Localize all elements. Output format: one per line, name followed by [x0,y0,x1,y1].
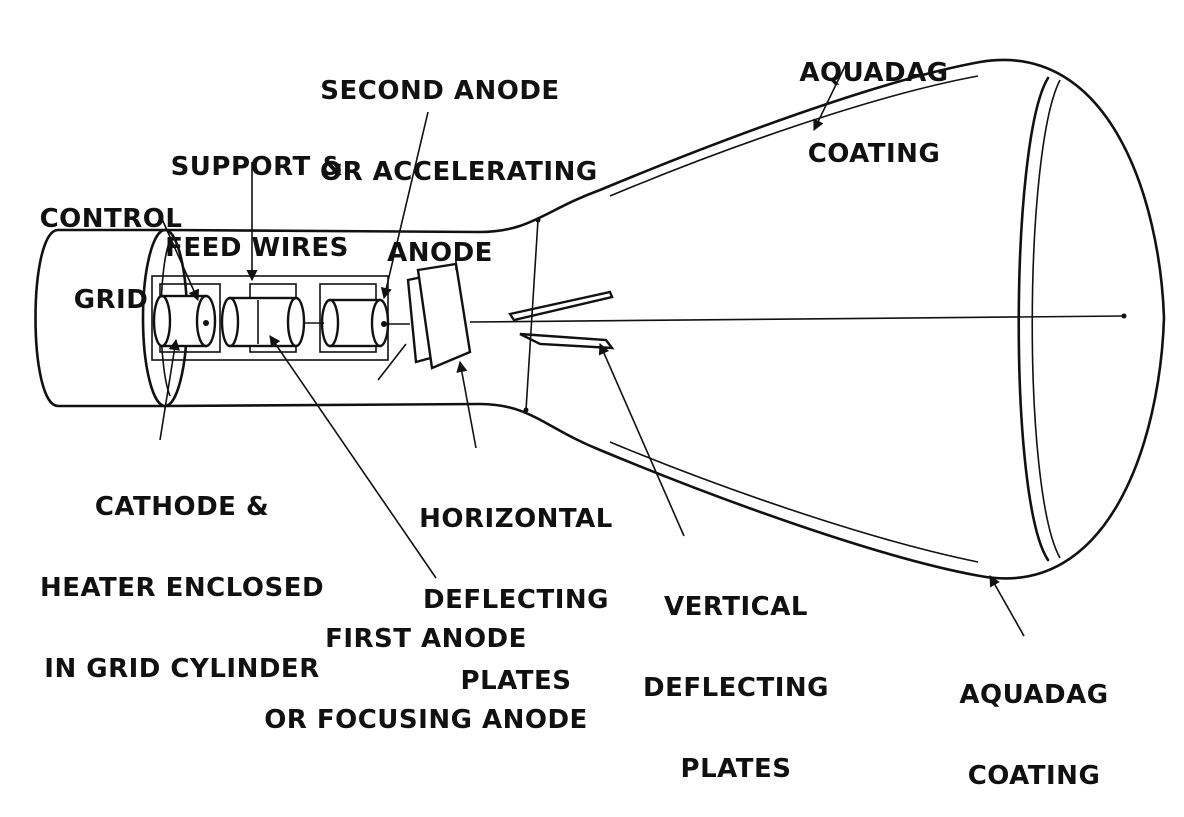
label-line: COATING [807,139,941,169]
label-line: COATING [967,761,1101,791]
screen-face-inner [1031,79,1061,559]
label-aquadag-bottom: AQUADAG COATING [944,628,1124,817]
arrow-first-anode [269,335,437,579]
first-anode-cylinder [220,296,306,348]
second-anode-cylinder [320,298,390,348]
electron-beam [469,315,1125,323]
horizontal-deflecting-plates [377,246,472,381]
arrow-aquadag-top [813,63,847,132]
label-line: PLATES [680,754,792,784]
vertical-deflecting-plates [508,217,615,413]
label-second-anode: SECOND ANODE OR ACCELERATING ANODE [320,24,598,294]
label-aquadag-top: AQUADAG COATING [784,6,964,195]
coating-line-bottom [609,441,979,563]
label-line: DEFLECTING [422,585,610,615]
label-line: HEATER ENCLOSED [39,573,325,603]
label-line: VERTICAL [664,592,808,622]
label-line: AQUADAG [799,58,949,88]
label-line: ANODE [387,238,493,268]
label-first-anode: FIRST ANODE OR FOCUSING ANODE [256,572,596,761]
label-line: CATHODE & [94,492,270,522]
label-line: GRID [73,285,149,315]
arrow-second-anode [380,111,429,300]
label-line: FIRST ANODE [325,624,527,654]
tube-outline [163,58,1166,580]
label-line: CONTROL [39,204,183,234]
arrow-horizontal-plates [456,360,477,449]
label-support-feed-wires: SUPPORT & FEED WIRES [152,100,362,289]
screen-face [1017,76,1050,562]
label-line: SUPPORT & [170,152,344,182]
arrow-vertical-plates [598,342,685,537]
label-line: IN GRID CYLINDER [44,654,320,684]
leader-lines [157,63,1025,637]
tube-envelope [34,58,1166,580]
label-line: DEFLECTING [642,673,830,703]
label-control-grid: CONTROL GRID [16,152,206,341]
label-line: OR FOCUSING ANODE [264,705,588,735]
electron-gun [151,275,410,361]
arrow-aquadag-bottom [989,575,1025,637]
beam-spot [1121,313,1127,319]
arrow-control-grid [157,209,200,302]
label-line: FEED WIRES [165,233,349,263]
label-vertical-deflecting-plates: VERTICAL DEFLECTING PLATES [624,540,848,810]
coating-line-top [609,75,979,197]
label-line: OR ACCELERATING [320,157,598,187]
label-cathode-heater: CATHODE & HEATER ENCLOSED IN GRID CYLIND… [6,440,358,710]
label-line: SECOND ANODE [320,76,560,106]
tube-base [34,228,167,408]
label-line: HORIZONTAL [419,504,613,534]
label-line: AQUADAG [959,680,1109,710]
arrow-cathode [159,338,180,441]
crt-diagram [34,58,1166,637]
control-grid-cylinder [152,294,217,348]
